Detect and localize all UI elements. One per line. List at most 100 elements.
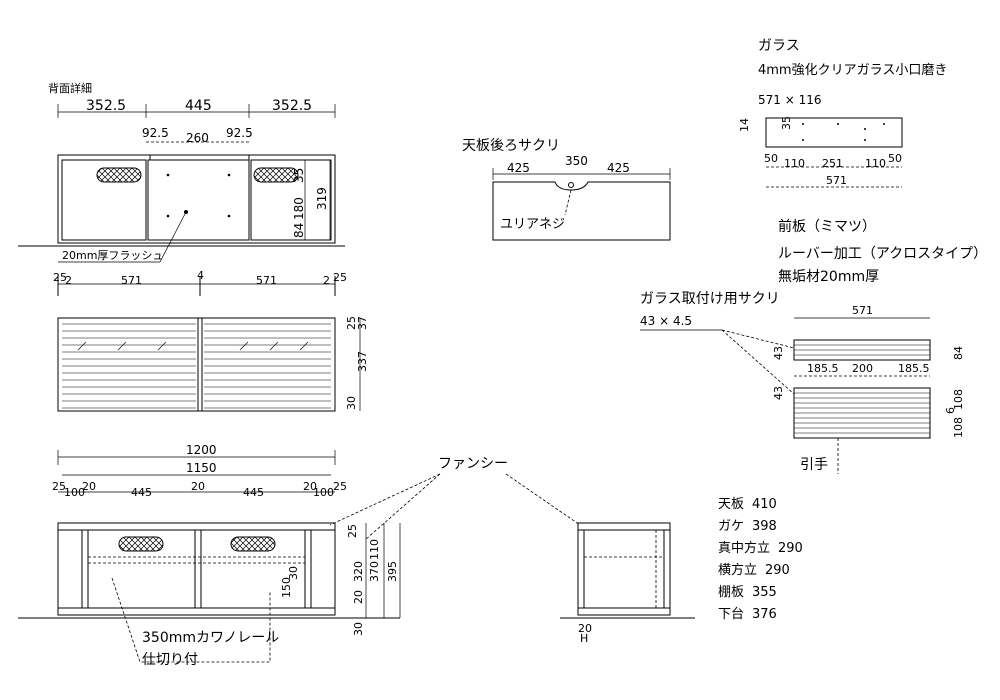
back-dim-right-84: 84	[292, 223, 306, 238]
dim-row-25a: 25	[52, 480, 66, 493]
rail-note-line1: 350mmカワノレール	[142, 630, 279, 646]
part-name: 天板	[718, 497, 744, 512]
side-dim-150: 150	[280, 577, 293, 598]
back-dim-mid-1: 92.5	[142, 126, 169, 140]
rail-note-line2: 仕切り付	[142, 652, 198, 668]
bottom-front-view: 1200 1150 25 100 20 445 20 445 20 100 25…	[18, 443, 581, 668]
dim-row-100a: 100	[64, 486, 85, 499]
handle-label: 引手	[800, 457, 828, 473]
glass-slot-dim-108a: 108	[952, 389, 965, 410]
glass-dim-row-4: 110	[865, 157, 886, 170]
front-panel-line1: 前板（ミマツ）	[778, 218, 876, 235]
glass-dim-row-5: 50	[888, 152, 902, 165]
glass-spec: 4mm強化クリアガラス小口磨き	[758, 63, 947, 78]
part-name: 棚板	[718, 585, 744, 600]
top-slot-view: 天板後ろサクリ 425 350 425 ユリアネジ	[462, 138, 671, 241]
glass-dim-row-2: 110	[784, 157, 805, 170]
dim-row-20a: 20	[82, 480, 96, 493]
parts-list: 天板 410 ガケ 398 真中方立 290 横方立 290 棚板 355 下台 376	[718, 497, 803, 622]
side-dim-30b: 30	[352, 622, 365, 636]
back-dim-b-6: 2	[323, 274, 330, 287]
dim-row-20c: 20	[303, 480, 317, 493]
back-dim-right-319: 319	[315, 187, 329, 210]
back-dim-top-1: 352.5	[86, 98, 126, 114]
back-dim-b-2: 2	[65, 274, 72, 287]
glass-dim-row-1: 50	[764, 152, 778, 165]
part-name: 下台	[718, 607, 744, 622]
top-slot-dim-2: 350	[565, 154, 588, 168]
top-slot-dim-1: 425	[507, 161, 530, 175]
back-dim-right-180: 180	[292, 197, 306, 220]
part-value: 290	[765, 563, 790, 578]
part-name: ガケ	[718, 519, 744, 534]
louver-slats	[62, 323, 331, 409]
fancy-label: ファンシー	[438, 456, 508, 472]
lattice-vent-right	[253, 167, 299, 183]
part-name: 真中方立	[718, 540, 770, 556]
dim-1150: 1150	[186, 461, 217, 475]
back-dim-b-5: 571	[256, 274, 277, 287]
glass-title: ガラス	[758, 38, 800, 54]
glass-slot-mid-3: 185.5	[898, 362, 930, 375]
back-dim-top-3: 352.5	[272, 98, 312, 114]
glass-slot-dim-6: 6	[944, 407, 957, 414]
front-dim-37: 37	[356, 316, 369, 330]
front-dim-25: 25	[345, 316, 358, 330]
glass-slot-dim-43a: 43	[772, 346, 785, 360]
side-dim-320: 320	[352, 561, 365, 582]
glass-slot-title: ガラス取付け用サクリ	[640, 291, 780, 307]
top-slot-dim-3: 425	[607, 161, 630, 175]
top-slot-title: 天板後ろサクリ	[462, 138, 560, 154]
side-view: 20 H	[560, 522, 695, 645]
flush-note: 20mm厚フラッシュ	[62, 249, 163, 262]
lattice-vent-left	[96, 167, 142, 183]
glass-slot-mid-2: 200	[852, 362, 873, 375]
back-dim-right-35: 35	[292, 168, 306, 183]
side-dim-20: 20	[352, 590, 365, 604]
part-name: 横方立	[718, 562, 757, 578]
glass-slot-dim-top: 571	[852, 304, 873, 317]
back-dim-b-3: 571	[121, 274, 142, 287]
part-value: 376	[752, 607, 777, 622]
part-value: 398	[752, 519, 777, 534]
side-dim-110: 110	[368, 539, 381, 560]
glass-dim-row-3: 251	[822, 157, 843, 170]
side-dim-30: 30	[287, 566, 300, 580]
front-panel-line3: 無垢材20mm厚	[778, 269, 879, 285]
front-panel-line2: ルーバー加工（アクロスタイプ）	[778, 246, 987, 262]
glass-dim-total: 571	[826, 174, 847, 187]
glass-slot-size: 43 × 4.5	[640, 314, 692, 328]
part-value: 355	[752, 585, 777, 600]
back-dim-b-7: 25	[333, 271, 347, 284]
glass-slot-mid-1: 185.5	[807, 362, 839, 375]
top-slot-note: ユリアネジ	[500, 217, 565, 232]
front-dim-337: 337	[356, 351, 369, 372]
side-dim-25: 25	[346, 524, 359, 538]
part-value: 290	[778, 541, 803, 556]
glass-slot-dim-43b: 43	[772, 386, 785, 400]
front-louver-view: 25 37 337 30	[57, 316, 369, 412]
back-dim-b-1: 25	[53, 271, 67, 284]
glass-slot-view: ガラス取付け用サクリ 43 × 4.5 571 43 185.5 200 185…	[640, 291, 965, 474]
front-panel-notes: 前板（ミマツ） ルーバー加工（アクロスタイプ） 無垢材20mm厚	[778, 218, 987, 285]
glass-dim-35: 35	[780, 116, 793, 130]
front-dim-30: 30	[345, 396, 358, 410]
side-dim-395: 395	[386, 561, 399, 582]
back-detail-view: 背面詳細 352.5 445 352.5 92.5 260 92.5	[18, 81, 347, 296]
dim-1200: 1200	[186, 443, 217, 457]
back-dim-b-4: 4	[197, 269, 204, 282]
dim-row-20b: 20	[191, 480, 205, 493]
back-detail-title: 背面詳細	[48, 81, 92, 95]
back-dim-top-2: 445	[185, 98, 212, 114]
dim-row-25b: 25	[333, 480, 347, 493]
back-dim-mid-3: 92.5	[226, 126, 253, 140]
glass-slot-dim-108b: 108	[952, 417, 965, 438]
side-view-dim-h: H	[580, 632, 588, 645]
dim-row-100b: 100	[313, 486, 334, 499]
back-dim-mid-2: 260	[186, 131, 209, 145]
side-dim-370: 370	[368, 561, 381, 582]
side-view-dim-20: 20	[578, 622, 592, 635]
glass-slot-dim-84: 84	[952, 346, 965, 360]
part-value: 410	[752, 497, 777, 512]
